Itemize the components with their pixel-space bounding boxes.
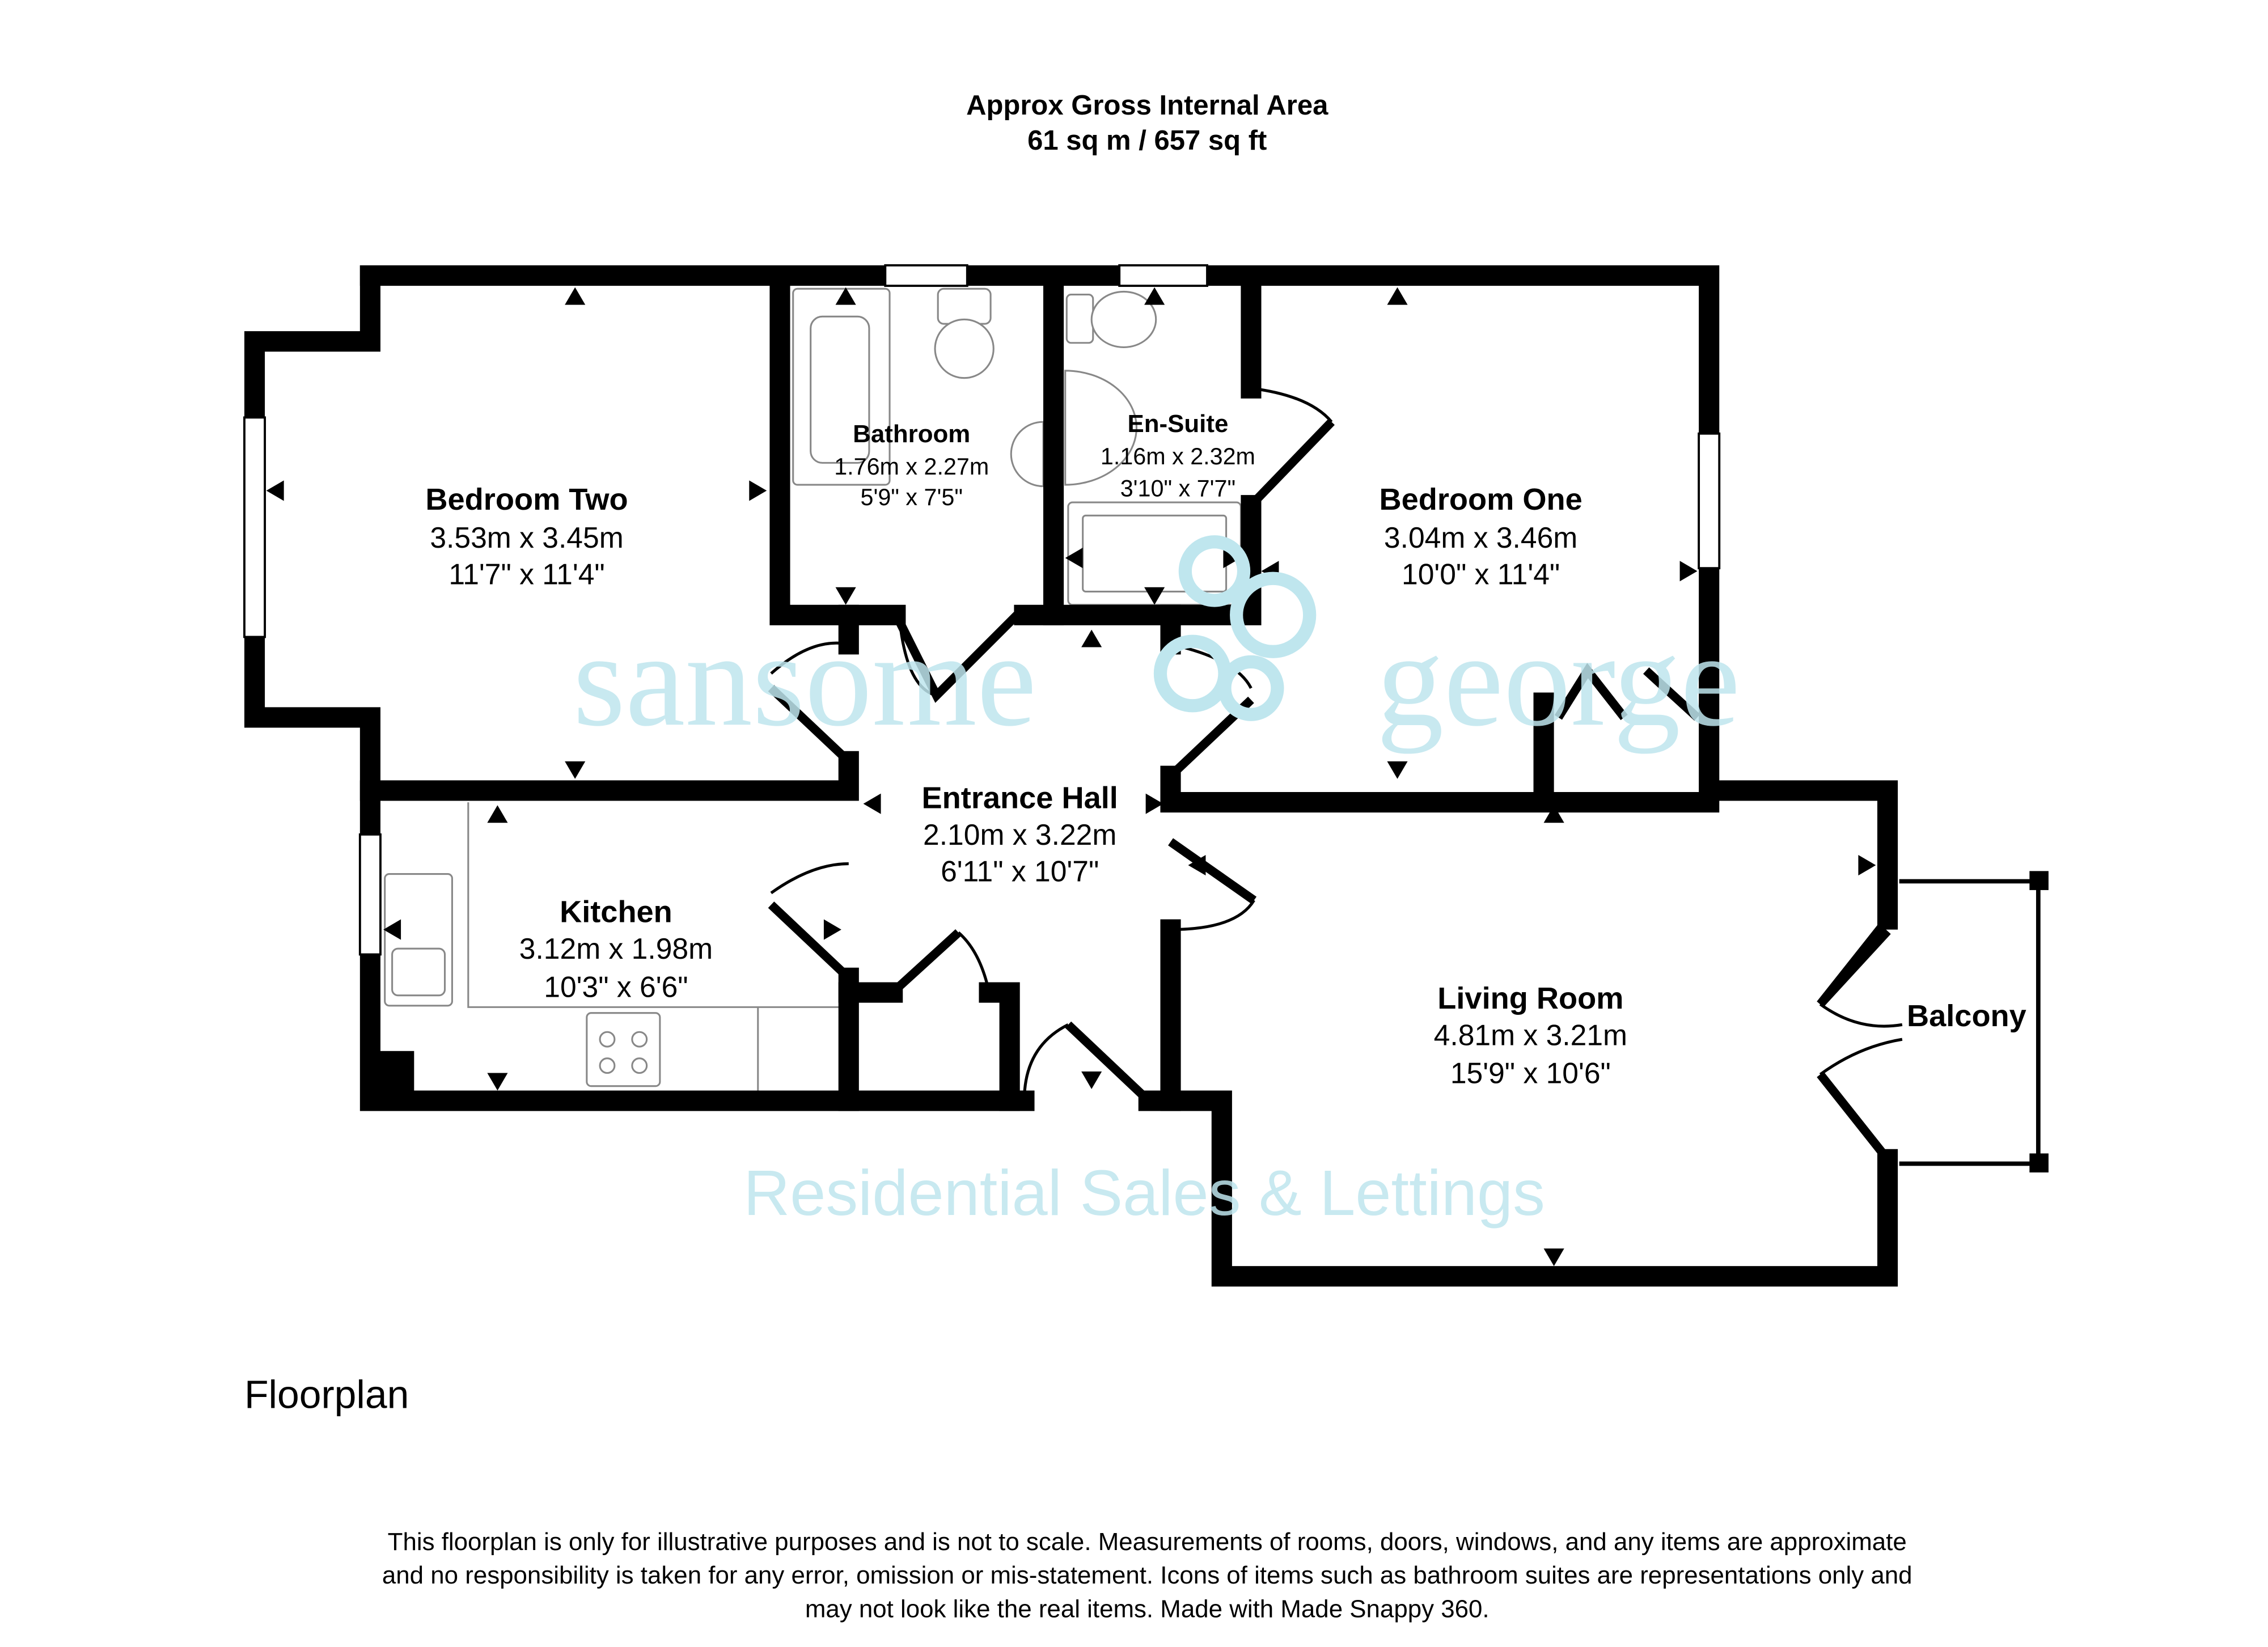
watermark-brand-right: george [1377, 605, 1741, 754]
room-label-kitchen: Kitchen 3.12m x 1.98m 10'3" x 6'6" [519, 895, 713, 1004]
floor-label: Floorplan [244, 1372, 409, 1416]
room-name: Bedroom Two [425, 482, 628, 516]
disclaimer-line: This floorplan is only for illustrative … [388, 1528, 1907, 1556]
room-name: Bedroom One [1379, 482, 1582, 516]
room-label-living-room: Living Room 4.81m x 3.21m 15'9" x 10'6" [1434, 981, 1627, 1090]
room-name: Balcony [1907, 999, 2026, 1033]
toilet-icon [937, 287, 992, 325]
area-value: 61 sq m / 657 sq ft [1027, 125, 1267, 156]
ensuite-basin-icon [1064, 370, 1137, 486]
disclaimer-line: may not look like the real items. Made w… [805, 1595, 1490, 1623]
window [1118, 264, 1208, 287]
room-label-entrance-hall: Entrance Hall 2.10m x 3.22m 6'11" x 10'7… [922, 781, 1118, 887]
room-label-bathroom: Bathroom 1.76m x 2.27m 5'9" x 7'5" [834, 420, 989, 510]
area-title: Approx Gross Internal Area [966, 90, 1328, 121]
walls [244, 265, 1898, 1287]
watermark-tagline: Residential Sales & Lettings [743, 1157, 1545, 1229]
window [243, 416, 266, 638]
room-dim-imperial: 10'0" x 11'4" [1402, 558, 1560, 591]
window [1698, 432, 1721, 570]
watermark: sansome george Residential Sales & Letti… [573, 535, 1741, 1229]
room-dim-metric: 2.10m x 3.22m [923, 818, 1116, 851]
room-label-balcony: Balcony [1907, 999, 2026, 1033]
room-name: Kitchen [560, 895, 672, 929]
room-dim-metric: 3.53m x 3.45m [430, 521, 623, 554]
room-dim-imperial: 5'9" x 7'5" [860, 484, 963, 510]
room-dim-metric: 4.81m x 3.21m [1434, 1018, 1627, 1051]
room-name: Living Room [1437, 981, 1623, 1015]
ensuite-toilet-icon [1065, 294, 1094, 344]
room-name: Bathroom [853, 420, 970, 448]
measurement-arrows [266, 287, 1876, 1267]
room-dim-metric: 3.12m x 1.98m [519, 932, 713, 965]
room-dim-imperial: 11'7" x 11'4" [448, 558, 604, 591]
disclaimer-line: and no responsibility is taken for any e… [382, 1561, 1912, 1589]
room-name: Entrance Hall [922, 781, 1118, 815]
doors [768, 387, 1903, 1162]
window [358, 833, 382, 956]
windows [243, 264, 1721, 956]
disclaimer: This floorplan is only for illustrative … [382, 1528, 1912, 1623]
kitchen-worktop [467, 802, 841, 1008]
room-dim-metric: 1.76m x 2.27m [834, 454, 989, 480]
room-dim-imperial: 6'11" x 10'7" [941, 854, 1099, 887]
room-label-bedroom-one: Bedroom One 3.04m x 3.46m 10'0" x 11'4" [1379, 482, 1582, 591]
room-name: En-Suite [1127, 410, 1228, 438]
room-dim-imperial: 3'10" x 7'7" [1120, 476, 1235, 502]
room-dim-imperial: 15'9" x 10'6" [1450, 1057, 1611, 1090]
watermark-brand-left: sansome [573, 605, 1037, 754]
room-dim-metric: 3.04m x 3.46m [1384, 521, 1577, 554]
room-label-en-suite: En-Suite 1.16m x 2.32m 3'10" x 7'7" [1101, 410, 1255, 502]
room-label-bedroom-two: Bedroom Two 3.53m x 3.45m 11'7" x 11'4" [425, 482, 628, 591]
window [884, 264, 968, 287]
room-dim-imperial: 10'3" x 6'6" [544, 970, 688, 1003]
balcony-railing [1899, 871, 2049, 1172]
basin-icon [1010, 421, 1044, 488]
room-dim-metric: 1.16m x 2.32m [1101, 443, 1255, 469]
hob-icon [586, 1012, 661, 1087]
watermark-logo-icon [1153, 535, 1317, 721]
bathroom-fixtures [384, 287, 1242, 1095]
